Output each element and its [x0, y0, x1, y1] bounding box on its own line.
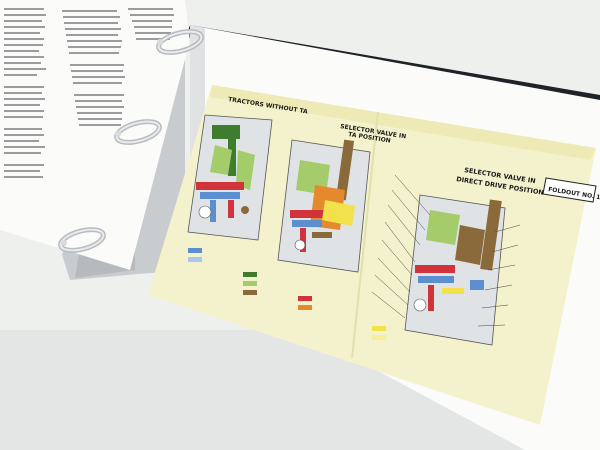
- hydraulic-diagram-selector-ta-position: [277, 139, 371, 273]
- legend-middle: [298, 296, 386, 340]
- legend-left: [188, 248, 257, 295]
- left-page-text-columns: [4, 8, 174, 178]
- hydraulic-diagram-selector-direct-drive: [404, 194, 506, 346]
- binder-ring-middle: [114, 119, 162, 145]
- hydraulic-diagram-tractors-without-ta: [187, 114, 273, 241]
- binder-ring-top: [156, 29, 204, 55]
- foldout-badge: [542, 177, 597, 203]
- left-page: [0, 0, 190, 270]
- callout-leader-lines: [371, 174, 521, 327]
- punched-holes: [61, 39, 163, 246]
- binder-ring-bottom: [58, 227, 106, 253]
